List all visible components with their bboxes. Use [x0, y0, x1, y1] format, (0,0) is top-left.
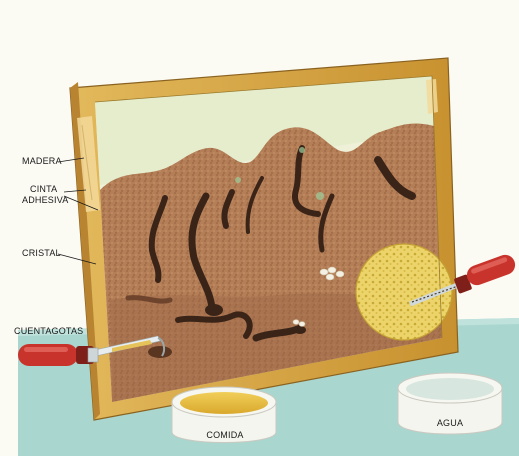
label-cuentagotas: CUENTAGOTAS: [14, 326, 83, 336]
label-comida: COMIDA: [203, 430, 247, 440]
label-agua: AGUA: [430, 418, 470, 428]
label-cinta: CINTA: [30, 184, 57, 194]
label-cristal: CRISTAL: [22, 248, 61, 258]
label-madera: MADERA: [22, 156, 62, 166]
label-adhesiva: ADHESIVA: [22, 195, 68, 205]
